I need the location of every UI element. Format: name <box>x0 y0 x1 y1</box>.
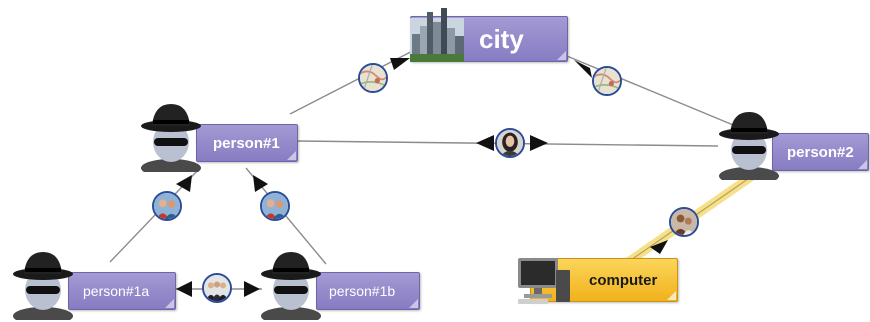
edge-person2-city[interactable] <box>561 53 739 128</box>
node-person1-label: person#1 <box>213 134 280 152</box>
edge-badge-woman-person1-person2[interactable] <box>495 128 525 158</box>
arrow-head <box>650 240 668 254</box>
edge-badge-business-person1a-person1b[interactable] <box>202 273 232 303</box>
arrow-head <box>530 135 548 151</box>
arrow-head <box>253 175 268 192</box>
edge-badge-group-person1a-person1[interactable] <box>152 191 182 221</box>
node-person1[interactable]: person#1 <box>196 124 298 162</box>
arrow-head <box>476 135 494 151</box>
woman-icon <box>497 130 523 156</box>
spy-icon <box>13 252 73 320</box>
fold-corner <box>667 291 676 300</box>
fold-corner <box>858 160 867 169</box>
node-computer-label: computer <box>589 271 658 289</box>
node-person1b-label: person#1b <box>329 283 396 299</box>
city-skyline-icon <box>410 8 464 62</box>
spy-icon <box>261 252 321 320</box>
node-person1a-label: person#1a <box>83 283 150 299</box>
computer-icon <box>518 258 570 304</box>
edge-badge-group-person2-computer[interactable] <box>669 207 699 237</box>
group-photo-icon <box>262 193 288 219</box>
node-city-label: city <box>479 23 524 54</box>
group-photo-icon <box>154 193 180 219</box>
arrow-head <box>574 60 592 78</box>
arrow-head <box>176 281 192 297</box>
fold-corner <box>409 299 418 308</box>
fold-corner <box>557 51 566 60</box>
fold-corner <box>287 151 296 160</box>
edge-badge-map-person1-city[interactable] <box>358 63 388 93</box>
map-icon <box>360 65 386 91</box>
node-person1b[interactable]: person#1b <box>316 272 420 310</box>
edge-badge-group-person1b-person1[interactable] <box>260 191 290 221</box>
arrow-head <box>176 175 192 192</box>
fold-corner <box>165 299 174 308</box>
spy-icon <box>141 104 201 172</box>
business-people-icon <box>204 275 230 301</box>
node-person2[interactable]: person#2 <box>772 133 869 171</box>
node-person2-label: person#2 <box>787 143 854 161</box>
arrow-head <box>244 281 260 297</box>
group-photo-icon <box>671 209 697 235</box>
arrow-head <box>390 58 410 70</box>
node-person1a[interactable]: person#1a <box>68 272 176 310</box>
spy-icon <box>719 112 779 180</box>
edge-badge-map-person2-city[interactable] <box>592 66 622 96</box>
node-computer[interactable]: computer <box>530 258 678 302</box>
map-icon <box>594 68 620 94</box>
